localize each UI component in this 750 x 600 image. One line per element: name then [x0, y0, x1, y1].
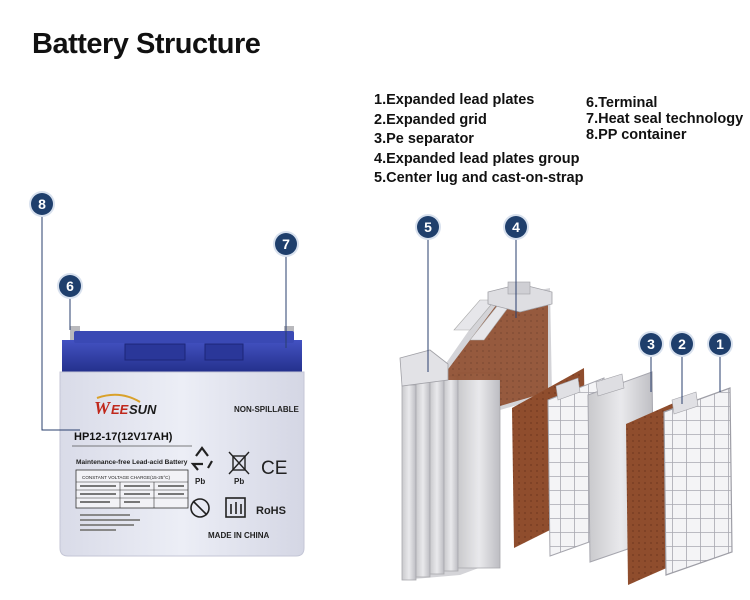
callout-1: 1: [709, 333, 731, 355]
legend-item-3: 3.Pe separator: [374, 131, 474, 147]
cast-on-strap: [399, 349, 449, 387]
rohs-mark: RoHS: [256, 505, 286, 517]
charge-spec-table: CONSTANT VOLTAGE CHARGE(15-25°C): [75, 469, 189, 509]
callout-8: 8: [31, 193, 53, 215]
plate-group: [399, 281, 553, 581]
callout-6: 6: [59, 275, 81, 297]
legend-item-7: 7.Heat seal technology: [586, 111, 744, 127]
legend-item-4: 4.Expanded lead plates group: [374, 150, 580, 167]
svg-text:Pb: Pb: [195, 477, 205, 486]
battery-type-label: Maintenance-free Lead-acid Battery: [76, 459, 188, 466]
svg-text:W: W: [94, 398, 112, 418]
ce-mark-icon: CE: [261, 458, 287, 479]
recycle-icon: Pb: [190, 446, 213, 486]
page-title: Battery Structure: [32, 28, 261, 60]
legend-right: 6.Terminal 7.Heat seal technology 8.PP c…: [586, 95, 743, 143]
legend-item-2: 2.Expanded grid: [374, 111, 487, 128]
legend-item-6: 6.Terminal: [586, 95, 658, 111]
legend-item-5: 5.Center lug and cast-on-strap: [374, 170, 584, 186]
callout-3: 3: [640, 333, 662, 355]
battery-leader-lines: [41, 214, 287, 431]
exploded-plate-stack: [399, 281, 733, 585]
callout-7: 7: [275, 233, 297, 255]
battery-unit: W EE SUN NON-SPILLABLE HP12-17(12V17AH) …: [59, 326, 305, 557]
svg-text:SUN: SUN: [129, 402, 157, 417]
charge-spec-header: CONSTANT VOLTAGE CHARGE(15-25°C): [82, 475, 170, 480]
non-spillable-label: NON-SPILLABLE: [234, 405, 300, 414]
no-fire-icon: [190, 498, 210, 518]
made-in-label: MADE IN CHINA: [208, 531, 270, 540]
brand-logo: W EE SUN: [94, 393, 157, 418]
stack-leader-lines: [427, 238, 721, 404]
svg-text:EE: EE: [111, 402, 129, 417]
battery-case: [59, 371, 305, 557]
legend-item-8: 8.PP container: [586, 127, 687, 143]
callout-5: 5: [417, 216, 439, 238]
expanded-grid-front: [663, 387, 733, 576]
legend-item-1: 1.Expanded lead plates: [374, 92, 535, 108]
model-label: HP12-17(12V17AH): [74, 431, 173, 443]
callout-4: 4: [505, 216, 527, 238]
callout-2: 2: [671, 333, 693, 355]
svg-text:Pb: Pb: [234, 477, 244, 486]
crossed-bin-icon: Pb: [228, 451, 250, 486]
legend-left: 1.Expanded lead plates 2.Expanded grid 3…: [374, 91, 583, 189]
hazard-icon: [225, 497, 246, 518]
